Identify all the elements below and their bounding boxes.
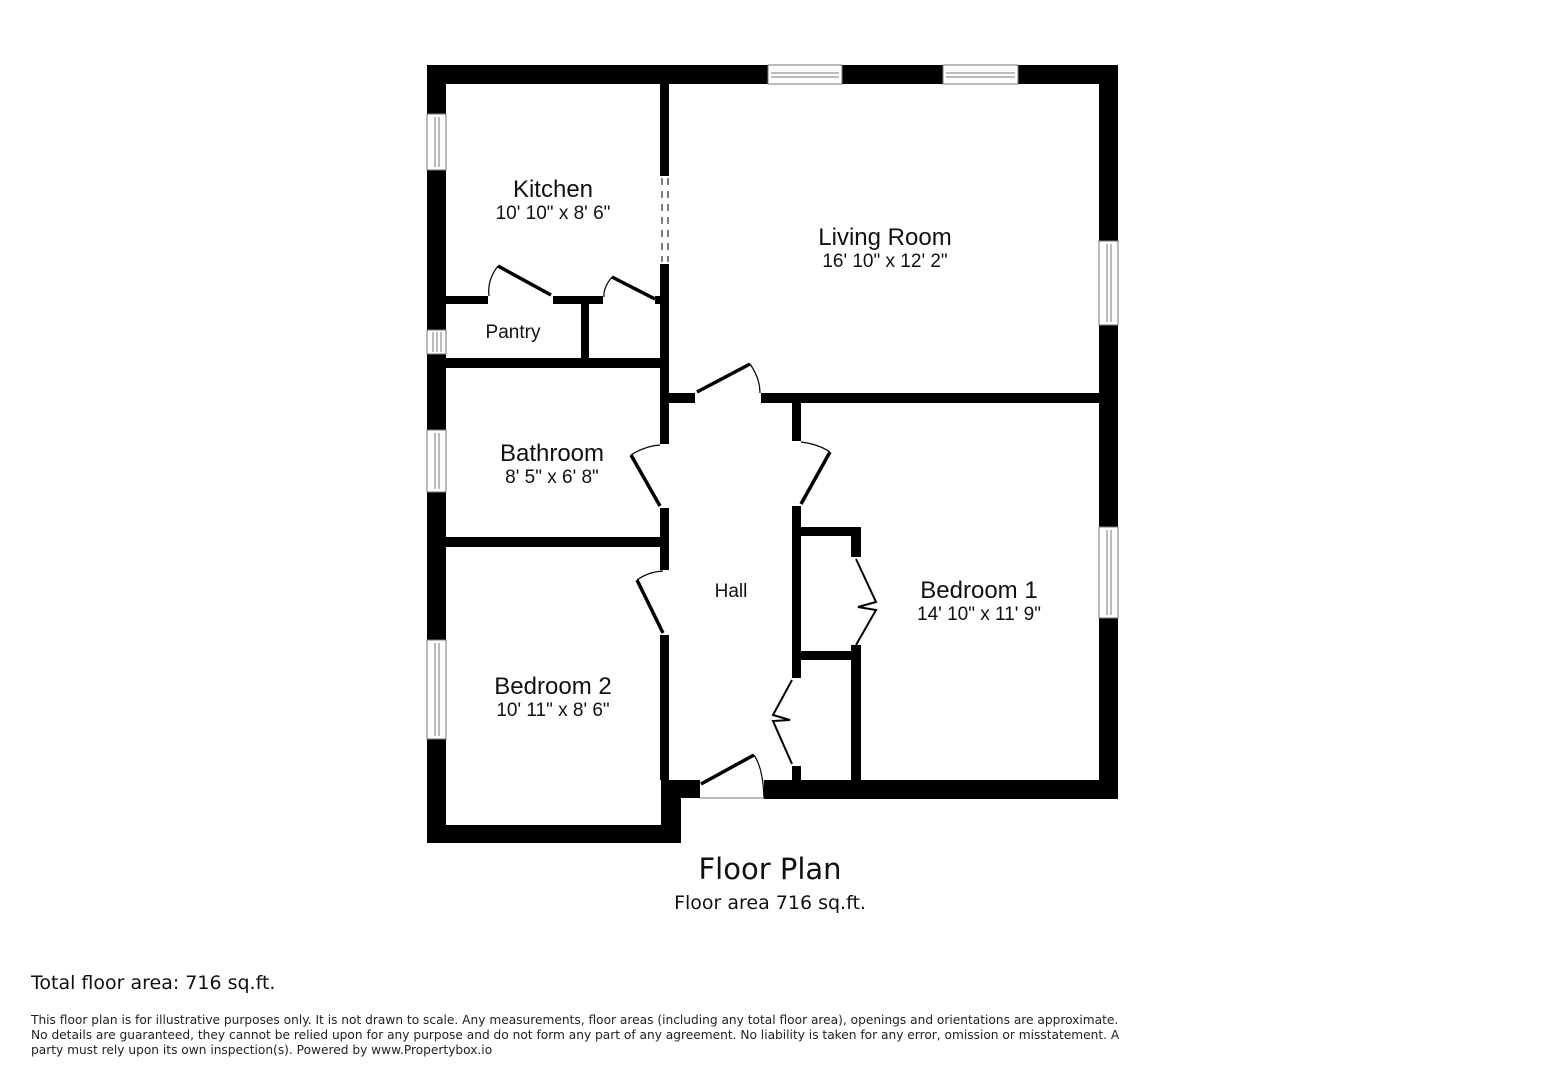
disclaimer-text: This floor plan is for illustrative purp… (31, 1013, 1120, 1057)
hall-label: Hall (715, 581, 748, 603)
kitchen-dimensions: 10' 10" x 8' 6" (495, 203, 611, 224)
hall-name: Hall (714, 581, 748, 602)
bathroom-name: Bathroom (499, 440, 605, 467)
pantry-name: Pantry (485, 322, 541, 343)
bedroom2-dimensions: 10' 11" x 8' 6" (496, 700, 610, 721)
bedroom1-label: Bedroom 1 14' 10" x 11' 9" (917, 578, 1041, 626)
interior-walls (446, 84, 1099, 780)
doors (488, 264, 878, 799)
bedroom2-label: Bedroom 2 10' 11" x 8' 6" (494, 674, 611, 722)
kitchen-name: Kitchen (512, 176, 594, 203)
living-room-label: Living Room 16' 10" x 12' 2" (818, 225, 951, 273)
bathroom-label: Bathroom 8' 5" x 6' 8" (500, 441, 604, 489)
plan-floor-area: Floor area 716 sq.ft. (674, 892, 866, 914)
bathroom-dimensions: 8' 5" x 6' 8" (505, 467, 599, 488)
kitchen-label: Kitchen 10' 10" x 8' 6" (496, 177, 611, 225)
total-floor-area: Total floor area: 716 sq.ft. (31, 972, 276, 994)
plan-title: Floor Plan (698, 852, 842, 886)
windows (426, 64, 1119, 740)
pantry-label: Pantry (486, 322, 541, 344)
bedroom1-name: Bedroom 1 (920, 577, 1038, 604)
bedroom2-name: Bedroom 2 (494, 673, 612, 700)
bedroom1-dimensions: 14' 10" x 11' 9" (917, 604, 1041, 625)
living-room-name: Living Room (818, 224, 952, 251)
open-archway (661, 178, 669, 262)
living-room-dimensions: 16' 10" x 12' 2" (822, 251, 948, 272)
